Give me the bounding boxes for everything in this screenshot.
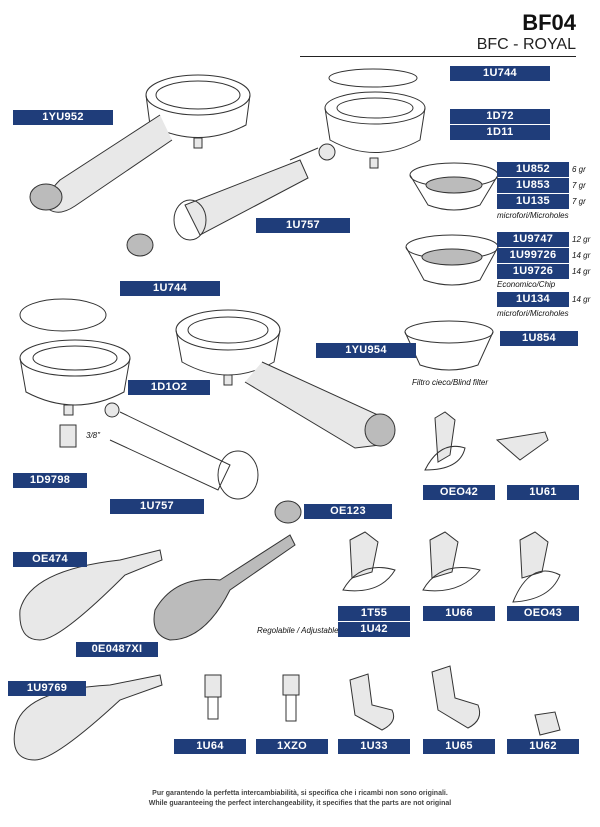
label-1u134: 1U134 bbox=[497, 292, 569, 307]
label-oe474: OE474 bbox=[13, 552, 87, 567]
label-1u64: 1U64 bbox=[174, 739, 246, 754]
label-1u99726: 1U99726 bbox=[497, 248, 569, 263]
label-1u61: 1U61 bbox=[507, 485, 579, 500]
label-1u65: 1U65 bbox=[423, 739, 495, 754]
adjustable-note: Regolabile / Adjustable bbox=[257, 626, 339, 635]
label-1d72: 1D72 bbox=[450, 109, 550, 124]
label-1t55: 1T55 bbox=[338, 606, 410, 621]
blind-filter-note: Filtro cieco/Blind filter bbox=[412, 378, 489, 387]
catalog-subtitle: BFC - ROYAL bbox=[476, 36, 576, 53]
label-1u42: 1U42 bbox=[338, 622, 410, 637]
portafilter-mid-drawing bbox=[19, 298, 396, 524]
label-1u9769: 1U9769 bbox=[8, 681, 86, 696]
label-1xzo: 1XZO bbox=[256, 739, 328, 754]
weight-1u135: 7 gr bbox=[572, 197, 586, 206]
handles-drawing bbox=[13, 534, 296, 761]
weight-1u852: 6 gr bbox=[572, 165, 586, 174]
microholes-note-1: microfori/Microholes bbox=[497, 211, 569, 220]
label-1u744-top: 1U744 bbox=[450, 66, 550, 81]
filter-baskets-drawing bbox=[404, 162, 499, 371]
label-1yu952: 1YU952 bbox=[13, 110, 113, 125]
label-1u135: 1U135 bbox=[497, 194, 569, 209]
fittings-drawing bbox=[204, 665, 561, 736]
header-rule bbox=[300, 56, 576, 57]
weight-1u99726: 14 gr bbox=[572, 251, 591, 260]
footer-disclaimer-it: Pur garantendo la perfetta intercambiabi… bbox=[152, 790, 448, 797]
label-1u744-mid: 1U744 bbox=[120, 281, 220, 296]
label-1u66: 1U66 bbox=[423, 606, 495, 621]
spouts-drawing bbox=[342, 411, 561, 603]
label-1u757-top: 1U757 bbox=[256, 218, 350, 233]
label-1d1o2: 1D1O2 bbox=[128, 380, 210, 395]
economic-chip-note: Economico/Chip bbox=[497, 280, 556, 289]
label-1u33: 1U33 bbox=[338, 739, 410, 754]
thread-note: 3/8" bbox=[86, 431, 100, 440]
label-oeo43: OEO43 bbox=[507, 606, 579, 621]
group-head-drawing bbox=[289, 68, 426, 169]
portafilter-1yu952-drawing bbox=[29, 74, 251, 213]
label-1u854: 1U854 bbox=[500, 331, 578, 346]
label-1u9726: 1U9726 bbox=[497, 264, 569, 279]
label-oe123: OE123 bbox=[304, 504, 392, 519]
label-1d11: 1D11 bbox=[450, 125, 550, 140]
label-1u852: 1U852 bbox=[497, 162, 569, 177]
weight-1u9747: 12 gr bbox=[572, 235, 591, 244]
label-1yu954: 1YU954 bbox=[316, 343, 416, 358]
footer-disclaimer-en: While guaranteeing the perfect interchan… bbox=[148, 800, 452, 807]
weight-1u9726: 14 gr bbox=[572, 267, 591, 276]
label-1u62: 1U62 bbox=[507, 739, 579, 754]
label-1u757-mid: 1U757 bbox=[110, 499, 204, 514]
label-1d9798: 1D9798 bbox=[13, 473, 87, 488]
handle-1u757-top-drawing bbox=[126, 159, 309, 257]
microholes-note-2: microfori/Microholes bbox=[497, 309, 569, 318]
weight-1u134: 14 gr bbox=[572, 295, 591, 304]
weight-1u853: 7 gr bbox=[572, 181, 586, 190]
label-oeo42: OEO42 bbox=[423, 485, 495, 500]
catalog-code: BF04 bbox=[522, 10, 576, 35]
label-0e0487xi: 0E0487XI bbox=[76, 642, 158, 657]
label-1u9747: 1U9747 bbox=[497, 232, 569, 247]
label-1u853: 1U853 bbox=[497, 178, 569, 193]
